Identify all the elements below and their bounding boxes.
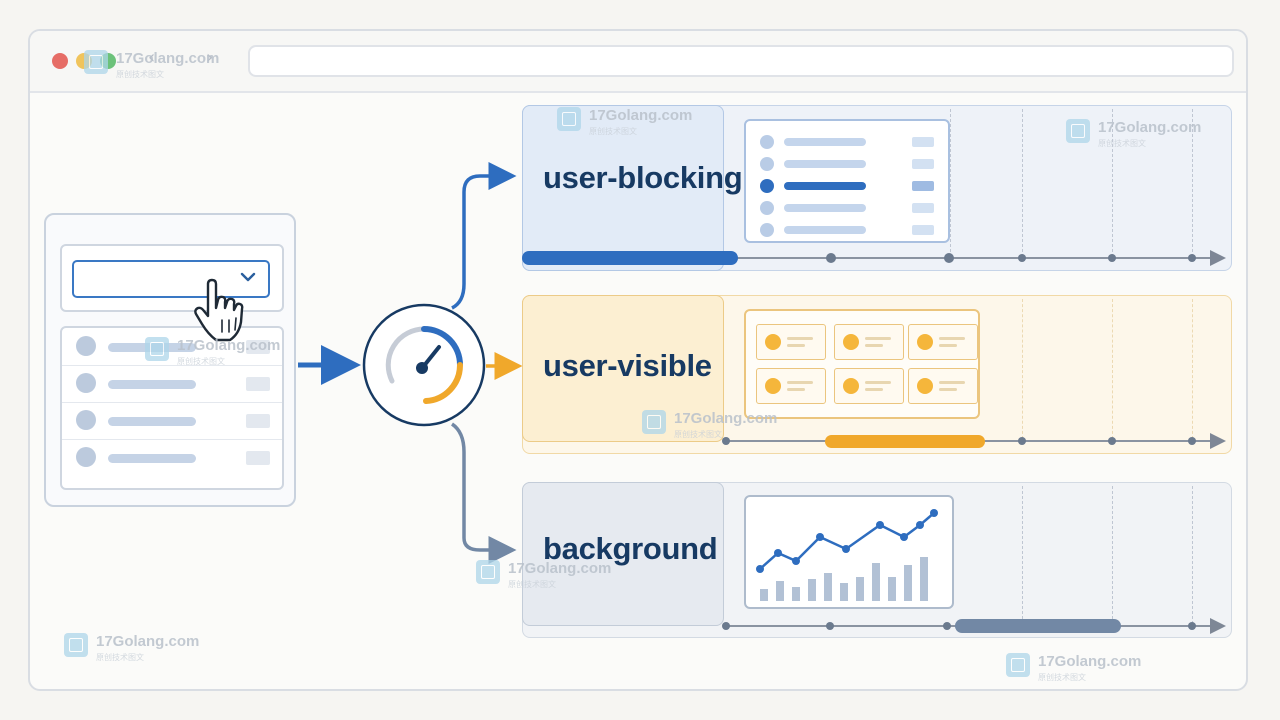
mini-bar xyxy=(920,557,928,601)
list-tag-placeholder xyxy=(246,451,270,465)
mini-chart-icon xyxy=(756,509,938,601)
mini-line-points xyxy=(756,509,938,573)
chevron-down-icon xyxy=(240,272,256,282)
card-list-item xyxy=(746,197,948,219)
list-text-placeholder xyxy=(108,454,196,463)
grid-divider xyxy=(1112,486,1113,624)
lane-label-panel: user-visible xyxy=(522,295,724,442)
mini-bar xyxy=(808,579,816,601)
list-avatar xyxy=(76,373,96,393)
lane-user-visible: user-visible xyxy=(522,295,1232,454)
grid-divider xyxy=(1022,109,1023,257)
lane-label-user-visible: user-visible xyxy=(543,348,712,383)
list-item[interactable] xyxy=(62,365,282,403)
grid-divider xyxy=(950,109,951,257)
timeline-background xyxy=(722,618,1226,634)
card-list-item xyxy=(746,153,948,175)
mini-bar xyxy=(904,565,912,601)
grid-divider xyxy=(1112,299,1113,439)
grid-tile xyxy=(756,324,826,360)
list-tag-placeholder xyxy=(246,414,270,428)
mini-bar xyxy=(760,589,768,601)
grid-tile xyxy=(834,324,904,360)
card-list-item-active xyxy=(746,175,948,197)
to-user-blocking-arrow xyxy=(451,162,517,310)
list-avatar xyxy=(76,447,96,467)
grid-tile xyxy=(834,368,904,404)
grid-tile xyxy=(756,368,826,404)
mini-bar xyxy=(840,583,848,601)
timeline-user-blocking xyxy=(522,250,1226,266)
list-tag-placeholder xyxy=(246,377,270,391)
list-card xyxy=(744,119,950,243)
dropdown-container xyxy=(60,244,284,312)
list-item[interactable] xyxy=(62,439,282,476)
back-arrow-icon[interactable]: ‹ xyxy=(148,47,156,68)
source-ui-panel xyxy=(44,213,296,507)
lane-label-panel: user-blocking xyxy=(522,105,743,271)
grid-divider xyxy=(1192,299,1193,439)
list-tag-placeholder xyxy=(246,340,270,354)
card-list-item xyxy=(746,219,948,241)
grid-tile xyxy=(908,368,978,404)
dropdown-select[interactable] xyxy=(72,260,270,298)
card-list-item xyxy=(746,131,948,153)
lane-user-blocking: user-blocking xyxy=(522,105,1232,271)
grid-divider xyxy=(1022,299,1023,439)
grid-divider xyxy=(1192,486,1193,624)
list-avatar xyxy=(76,410,96,430)
close-window-dot-icon[interactable] xyxy=(52,53,68,69)
tile-grid-card xyxy=(744,309,980,419)
chart-card xyxy=(744,495,954,609)
mini-bar xyxy=(888,577,896,601)
lane-label-background: background xyxy=(543,531,718,566)
mini-bar xyxy=(856,577,864,601)
timeline-user-visible xyxy=(722,433,1226,449)
address-bar[interactable] xyxy=(248,45,1234,77)
grid-divider xyxy=(1022,486,1023,624)
lane-label-panel: background xyxy=(522,482,724,626)
forward-arrow-icon[interactable]: › xyxy=(206,47,214,68)
grid-divider xyxy=(1192,109,1193,257)
mini-bar xyxy=(792,587,800,601)
lane-label-user-blocking: user-blocking xyxy=(543,160,743,195)
mini-bar xyxy=(824,573,832,601)
list-text-placeholder xyxy=(108,417,196,426)
lane-background-priority: background xyxy=(522,482,1232,638)
browser-titlebar: ‹ › xyxy=(30,31,1246,93)
list-text-placeholder xyxy=(108,380,196,389)
source-list xyxy=(60,326,284,490)
list-avatar xyxy=(76,336,96,356)
mini-bar xyxy=(776,581,784,601)
list-item[interactable] xyxy=(62,402,282,440)
to-background-arrow xyxy=(450,422,517,564)
scheduler-gauge-icon xyxy=(362,303,486,427)
grid-tile xyxy=(908,324,978,360)
grid-divider xyxy=(1112,109,1113,257)
hand-cursor-icon xyxy=(194,278,244,342)
mini-bar xyxy=(872,563,880,601)
